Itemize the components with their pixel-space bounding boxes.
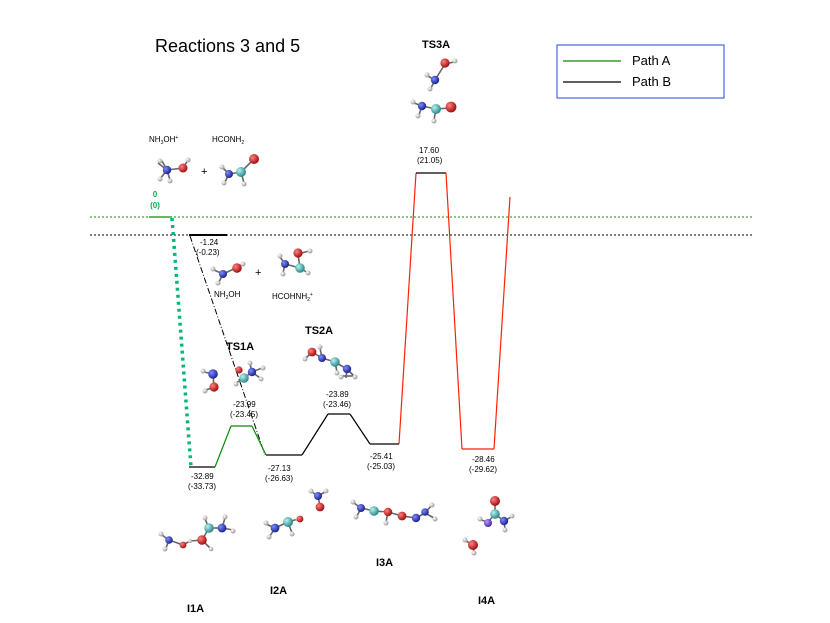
energy-i4a: -28.46: [472, 455, 495, 464]
label-i3a: I3A: [376, 557, 393, 569]
connector-i4a-exit: [493, 196, 511, 450]
plus-sign-pathb: +: [255, 267, 261, 279]
molecule-hcohnh2-plus: [277, 248, 313, 277]
legend-box: [556, 44, 725, 99]
energy-pathb-start: -1.24: [200, 238, 219, 247]
energy-i3a: -25.41: [370, 452, 393, 461]
energy-i2a: -27.13: [268, 464, 291, 473]
diagram-title: Reactions 3 and 5: [155, 36, 300, 56]
species-nh3oh-plus: NH3OH+: [149, 135, 178, 146]
molecule-i2a: [263, 488, 329, 540]
energy-paren-i1a: (-33.73): [188, 482, 216, 491]
molecule-i4a: [462, 496, 515, 556]
species-hconh2: HCONH2: [212, 135, 244, 146]
energy-profile: [149, 172, 511, 468]
connector-i2a-ts2a: [301, 413, 329, 456]
plus-sign-reactants: +: [201, 166, 207, 178]
molecule-ts2a: [302, 344, 358, 380]
energy-paren-ts3a: (21.05): [417, 156, 443, 165]
species-nh2oh: NH2OH: [214, 290, 241, 301]
energy-ts2a: -23.89: [326, 390, 349, 399]
energy-ts3a: 17.60: [419, 146, 440, 155]
molecule-nh2oh: [210, 261, 246, 286]
connector-ts1a-i2a: [251, 425, 267, 456]
label-ts3a: TS3A: [422, 39, 450, 51]
molecule-ts1a: [200, 360, 266, 394]
molecule-nh3oh-plus: [157, 157, 191, 184]
connector-pathb-i2a: [189, 235, 266, 456]
energy-paren-ts2a: (-23.46): [323, 400, 351, 409]
energy-paren-i3a: (-25.03): [367, 462, 395, 471]
energy-reactants: 0: [153, 190, 158, 199]
energy-ts1a: -23.99: [233, 400, 256, 409]
energy-paren-reactants: (0): [150, 201, 160, 210]
connector-reactants-i1a: [170, 217, 193, 468]
energy-paren-i2a: (-26.63): [265, 474, 293, 483]
legend: Path A Path B: [556, 44, 725, 99]
energy-paren-i4a: (-29.62): [469, 465, 497, 474]
label-i4a: I4A: [478, 595, 495, 607]
label-ts2a: TS2A: [305, 325, 333, 337]
energy-i1a: -32.89: [191, 472, 214, 481]
energy-paren-pathb-start: (-0.23): [196, 248, 220, 257]
connector-ts3a-i4a: [445, 172, 463, 450]
label-i2a: I2A: [270, 585, 287, 597]
molecule-hconh2: [219, 154, 259, 187]
species-hcohnh2-plus: HCOHNH2+: [272, 292, 313, 303]
connector-i1a-ts1a: [214, 425, 232, 468]
connector-ts2a-i3a: [349, 413, 371, 445]
molecule-i1a: [158, 514, 236, 552]
label-ts1a: TS1A: [226, 341, 254, 353]
molecule-ts3a: [410, 58, 458, 124]
molecule-i3a: [350, 499, 438, 526]
energy-paren-ts1a: (-23.45): [230, 410, 258, 419]
legend-label-path-a: Path A: [632, 53, 671, 68]
connector-i3a-ts3a: [398, 172, 417, 445]
label-i1a: I1A: [187, 603, 204, 615]
legend-label-path-b: Path B: [632, 74, 671, 89]
